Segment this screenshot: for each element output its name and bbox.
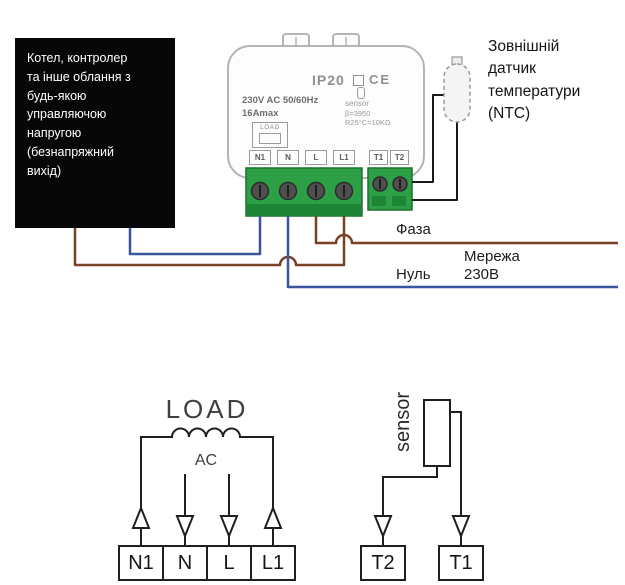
box-n — [162, 545, 208, 581]
device-ip-rating: IP20 — [312, 72, 345, 88]
device-terminal-label-l1: L1 — [333, 150, 355, 165]
power-terminal-block-base — [246, 204, 362, 216]
ntc-lead-wire-1 — [412, 94, 444, 183]
l1-arrow-icon — [263, 505, 283, 529]
n-arrow-icon — [175, 515, 195, 539]
sensor-note-text: Зовнішній датчик температури (NTC) — [488, 38, 581, 123]
phase-wire — [314, 216, 618, 245]
device-terminal-label-l: L — [305, 150, 327, 165]
controller-info-text: Котел, контролер та інше облання з будь-… — [27, 51, 131, 178]
schematic-ac-label: AC — [194, 452, 218, 469]
device-voltage-rating: 230V AC 50/60Hz — [242, 95, 319, 106]
t1-arrow-icon — [451, 515, 471, 539]
neutral-label: Нуль — [396, 266, 431, 283]
schematic-sensor-label: sensor — [392, 391, 414, 453]
certification-square-icon — [353, 75, 364, 86]
device-load-inner-box — [259, 133, 281, 144]
sensor-lead-t1 — [450, 411, 462, 516]
sensor-probe-icon — [357, 87, 365, 99]
schematic-terminal-t1: T1 — [449, 551, 473, 574]
schematic-terminal-t2: T2 — [371, 551, 395, 574]
controller-wire-blue-to-n1 — [128, 216, 262, 256]
mains-label-line1: Мережа — [464, 248, 520, 265]
box-t1 — [438, 545, 484, 581]
schematic-terminal-n1: N1 — [128, 551, 154, 574]
device-terminal-label-n: N — [277, 150, 299, 165]
device-sensor-beta: β=3950 — [345, 109, 371, 118]
device-current-rating: 16Amax — [242, 108, 279, 119]
n1-arrow-icon — [131, 505, 151, 529]
sensor-lead-t2 — [382, 466, 438, 516]
terminal-blocks — [245, 167, 413, 217]
schematic-terminal-l1: L1 — [261, 551, 285, 574]
ntc-lead-wire-2 — [412, 122, 458, 201]
box-t2 — [360, 545, 406, 581]
device-sensor-label: sensor — [345, 99, 370, 108]
device-load-label: LOAD — [260, 124, 280, 131]
box-n1 — [118, 545, 164, 581]
schematic — [118, 399, 484, 581]
schematic-terminal-l: L — [223, 551, 235, 574]
device-terminal-label-n1: N1 — [249, 150, 271, 165]
device-sensor-resistance: R25°C=10KΩ — [345, 118, 391, 127]
l-arrow-icon — [219, 515, 239, 539]
controller-info-box: Котел, контролер та інше облання з будь-… — [15, 38, 175, 228]
mains-label-line2: 230В — [464, 266, 500, 283]
device-load-box: LOAD — [252, 122, 288, 148]
ntc-probe — [443, 56, 471, 123]
box-l — [206, 545, 252, 581]
t2-arrow-icon — [373, 515, 393, 539]
device-mounting-tabs — [282, 33, 360, 49]
ce-mark: CE — [369, 72, 392, 87]
sensor-wire-entry-right — [392, 196, 406, 206]
neutral-wire — [286, 216, 618, 289]
sensor-element — [423, 399, 451, 467]
sensor-wire-entry-left — [372, 196, 386, 206]
ntc-probe-body — [443, 63, 471, 123]
schematic-terminal-n: N — [177, 551, 193, 574]
box-l1 — [250, 545, 296, 581]
device-terminal-label-t2: T2 — [390, 150, 409, 165]
schematic-load-label: LOAD — [165, 394, 249, 424]
terminal-screws — [250, 176, 408, 201]
load-circuit-wire — [140, 427, 274, 508]
phase-label: Фаза — [396, 221, 431, 238]
device-terminal-label-t1: T1 — [369, 150, 388, 165]
